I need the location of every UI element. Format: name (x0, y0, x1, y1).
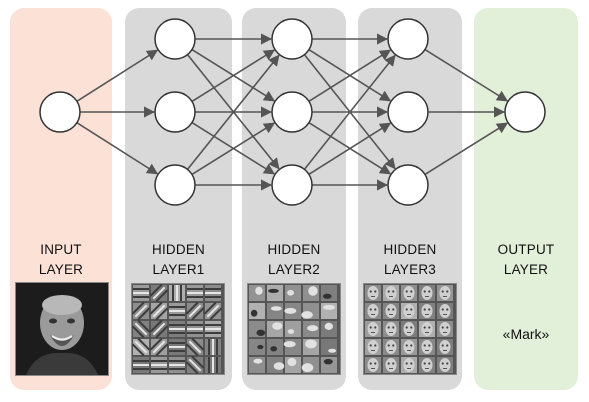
neuron-l1-1 (154, 91, 196, 133)
edge-l2-1-to-l3-0 (308, 49, 392, 103)
edge-l3-0-to-l4-0 (424, 48, 509, 102)
hidden-layer2-label: HIDDEN LAYER2 (242, 240, 346, 280)
face-photo-image (15, 282, 109, 376)
neuron-l2-1 (271, 91, 313, 133)
edge-l1-1-to-l2-0 (191, 49, 276, 103)
feature-part-grid-icon (249, 285, 337, 373)
face-photo-icon (16, 283, 108, 375)
hidden-layer3-label-line2: LAYER3 (384, 262, 436, 277)
neuron-l2-2 (271, 164, 313, 206)
edge-filter-grid-icon (132, 284, 223, 374)
edge-l0-0-to-l1-0 (76, 49, 159, 102)
neuron-l1-0 (154, 18, 196, 60)
neuron-l3-2 (387, 164, 429, 206)
output-layer-panel: OUTPUT LAYER «Mark» (474, 8, 578, 390)
hidden-layer2-label-line1: HIDDEN (267, 242, 321, 257)
neuron-l3-0 (387, 18, 429, 60)
edge-l0-0-to-l1-2 (76, 122, 159, 175)
edge-l2-2-to-l3-1 (308, 122, 392, 176)
neuron-l0-0 (39, 91, 81, 133)
edge-filter-grid-image (131, 283, 225, 375)
edge-l3-2-to-l4-0 (424, 122, 509, 176)
feature-part-grid-image (247, 283, 341, 375)
input-layer-label-line1: INPUT (40, 242, 82, 257)
edge-l2-2-to-l3-0 (303, 54, 396, 170)
output-layer-label-line2: LAYER (503, 262, 549, 277)
hidden-layer1-label-line2: LAYER1 (152, 262, 205, 277)
input-layer-label-line2: LAYER (38, 262, 84, 277)
hidden-layer1-label: HIDDEN LAYER1 (125, 240, 232, 280)
output-layer-label-line1: OUTPUT (497, 242, 555, 257)
connection-edges (76, 33, 509, 191)
face-template-grid-icon (365, 285, 453, 373)
output-text: «Mark» (502, 326, 550, 342)
hidden-layer3-label-line1: HIDDEN (383, 242, 437, 257)
input-layer-label: INPUT LAYER (10, 240, 112, 280)
hidden-layer3-label: HIDDEN LAYER3 (358, 240, 462, 280)
neuron-l3-1 (387, 91, 429, 133)
face-template-grid-image (363, 283, 457, 375)
output-layer-label: OUTPUT LAYER (474, 240, 578, 280)
edge-l1-2-to-l2-0 (186, 54, 280, 170)
hidden-layer1-label-line1: HIDDEN (152, 242, 205, 257)
neuron-l4-0 (504, 91, 546, 133)
neuron-l2-0 (271, 18, 313, 60)
neuron-l1-2 (154, 164, 196, 206)
edge-l1-2-to-l2-1 (191, 122, 276, 176)
hidden-layer2-label-line2: LAYER2 (268, 262, 320, 277)
neuron-nodes (39, 18, 546, 206)
